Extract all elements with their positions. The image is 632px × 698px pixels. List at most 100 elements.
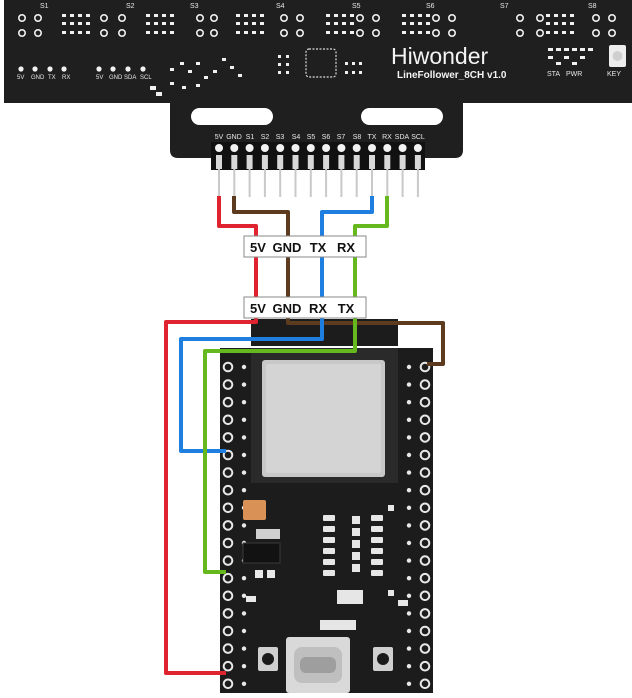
header-pin-body [338,155,345,169]
header-pin-lead [233,169,236,197]
regulator-tab [256,529,280,539]
smd-pad [570,31,574,34]
left-pin-marker [241,593,247,598]
left-pin [222,414,234,426]
smd-chip [352,516,360,524]
header-pin-pad [413,144,422,152]
smd-resistor [371,537,383,543]
right-pin [419,678,431,690]
header-pin-body [246,155,253,169]
right-pin [419,625,431,637]
smd-resistor [323,548,335,554]
left-pin-marker [241,523,247,528]
header-pin-body [231,155,238,169]
smd-resistor [323,515,335,521]
smd-chip [352,528,360,536]
right-pin-marker [406,417,412,422]
smd-pad [402,22,406,25]
smd-pad [70,31,74,34]
pin-label-5v: 5V [215,134,224,141]
smd-pad [326,14,330,17]
right-pin [419,467,431,478]
smd-pad [426,31,430,34]
left-pin [222,502,234,514]
right-pin-marker [406,646,412,651]
smd-pad [554,14,558,17]
smd-pad [410,14,414,17]
controller-side-pins [222,361,431,690]
ir-pad [196,14,205,23]
conn-top-rx: RX [337,240,355,255]
smd-pad [78,22,82,25]
smd-pad [154,22,158,25]
ir-pad [447,28,456,37]
ir-pad [33,28,42,37]
ir-pad [371,28,380,37]
ir-pad [17,28,26,37]
header-pin-pad [398,144,407,152]
header-pin-pad [215,144,223,152]
ir-pad [295,14,304,23]
smd-chip [337,590,363,604]
left-pin-marker [241,646,247,651]
left-pin [222,608,234,619]
smd-pad [86,31,90,34]
mounting-slot-left [191,108,273,125]
header-pin-lead [416,169,419,197]
smd-components [150,48,593,96]
smd-pad [62,31,66,34]
right-pin-marker [406,435,412,440]
right-pin [419,502,431,514]
right-pin-marker [406,452,412,458]
pin-label-s1: S1 [246,134,255,141]
ir-sensor-pads [17,14,616,37]
left-pin [222,590,234,602]
pin-label-gnd: GND [226,134,242,141]
left-pin [222,537,234,549]
left-pin-marker [241,488,247,493]
header-pin-lead [401,169,404,197]
smd-pad [70,22,74,25]
connector-label-controller-side: 5V GND RX TX [243,296,367,319]
header-pin-lead [309,169,312,197]
smd-chip [352,564,360,572]
left-pin-marker [241,681,247,686]
left-pin-marker [241,382,247,387]
pwr-led-label: PWR [566,71,582,78]
pin-label-tx: TX [368,134,377,141]
right-pin [419,537,431,549]
esp32-controller-board [220,319,433,693]
header-pin-lead [248,169,251,197]
smd-pad [78,14,82,17]
smd-pad [170,22,174,25]
smd-pad [342,31,346,34]
smd-pad [244,31,248,34]
ir-pad [118,28,127,37]
mounting-slot-right [361,108,443,125]
left-pin-marker [241,611,247,616]
ir-pad [607,14,616,23]
smd-pad [244,14,248,17]
smd-cap [398,600,408,606]
ir-pad [100,14,109,23]
left-pin [222,660,234,672]
smd-pad [350,14,354,17]
pin-label-s6: S6 [322,134,331,141]
smd-resistor [323,559,335,565]
smd-pad [154,31,158,34]
right-pin [419,520,431,531]
right-pin [419,608,431,619]
orange-component [243,500,266,520]
smd-pad [146,31,150,34]
channel-label-s7: S7 [500,3,509,10]
smd-pad [342,22,346,25]
ir-pad [371,14,380,23]
ir-pad [295,28,304,37]
pin-label-rx: RX [382,134,392,141]
i2c-label-sda: SDA [124,75,136,81]
conn-bottom-gnd: GND [273,301,302,316]
smd-pad [162,22,166,25]
header-pin-body [277,155,284,169]
smd-pad [170,31,174,34]
i2c-label-5v: 5V [96,75,103,81]
